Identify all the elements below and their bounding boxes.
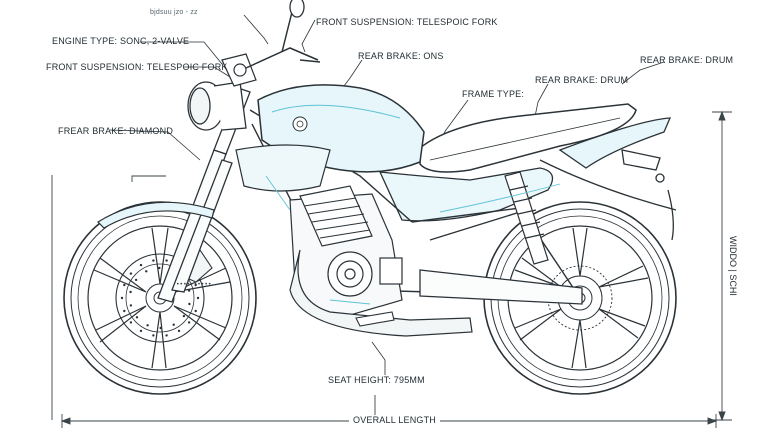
front-fender [97,201,215,229]
footpeg [355,311,395,327]
label-front-suspension-left: FRONT SUSPENSION: TELESPOIC FORK [46,62,228,72]
front-fork [157,87,251,303]
disc-hole [139,329,143,333]
header-scribble: bjdsuu jzo - zz [150,9,198,16]
disc-hole [129,290,132,294]
disc-hole [152,259,155,262]
disc-hole [129,272,133,275]
disc-hole [123,309,126,313]
disc-hole [182,314,186,318]
label-frame-type: FRAME TYPE: [462,89,525,99]
disc-hole [187,321,191,324]
disc-hole [129,304,133,307]
label-rear-brake-ons: REAR BRAKE: ONS [358,51,444,61]
disc-hole [120,296,124,300]
label-rear-brake-drum-1: REAR BRAKE: DRUM [535,75,629,85]
disc-hole [146,324,149,327]
handlebar [245,11,321,69]
label-vertical-dimension: WIDDO | SCHI [728,236,738,296]
disc-hole [129,321,133,324]
tank-shroud [235,144,331,192]
mirror [289,0,305,18]
engine [289,185,403,319]
disc-hole [123,283,126,287]
tail-section [539,117,677,241]
disc-hole [134,278,138,282]
disc-hole [194,309,197,313]
disc-hole [158,266,161,270]
disc-hole [139,263,143,267]
label-frear-brake-diamond: FREAR BRAKE: DIAMOND [58,126,174,136]
disc-hole [172,323,175,326]
label-overall-length: OVERALL LENGTH [349,415,440,425]
label-engine-type: ENGINE TYPE: SONC, 2-VALVE [52,36,190,46]
disc-hole [135,316,139,319]
disc-hole [188,302,191,306]
disc-hole [194,283,197,287]
disc-hole [159,326,162,330]
hub-dots: •••••••••• [176,281,211,288]
exhaust-pipe [289,249,473,337]
swingarm [419,269,583,305]
label-front-suspension-top: FRONT SUSPENSION: TELESPOIC FORK [316,17,498,27]
disc-hole [196,296,200,300]
disc-hole [187,289,191,292]
label-seat-height: SEAT HEIGHT: 795MM [328,375,425,385]
instrument-cluster [221,53,257,87]
disc-hole [145,270,148,273]
headlight [187,81,247,131]
disc-hole [152,334,155,337]
label-rear-brake-drum-2: REAR BRAKE: DRUM [640,55,734,65]
disc-hole [165,259,168,262]
disc-hole [165,334,168,337]
disc-hole [177,329,181,333]
accent-lines [265,175,561,305]
